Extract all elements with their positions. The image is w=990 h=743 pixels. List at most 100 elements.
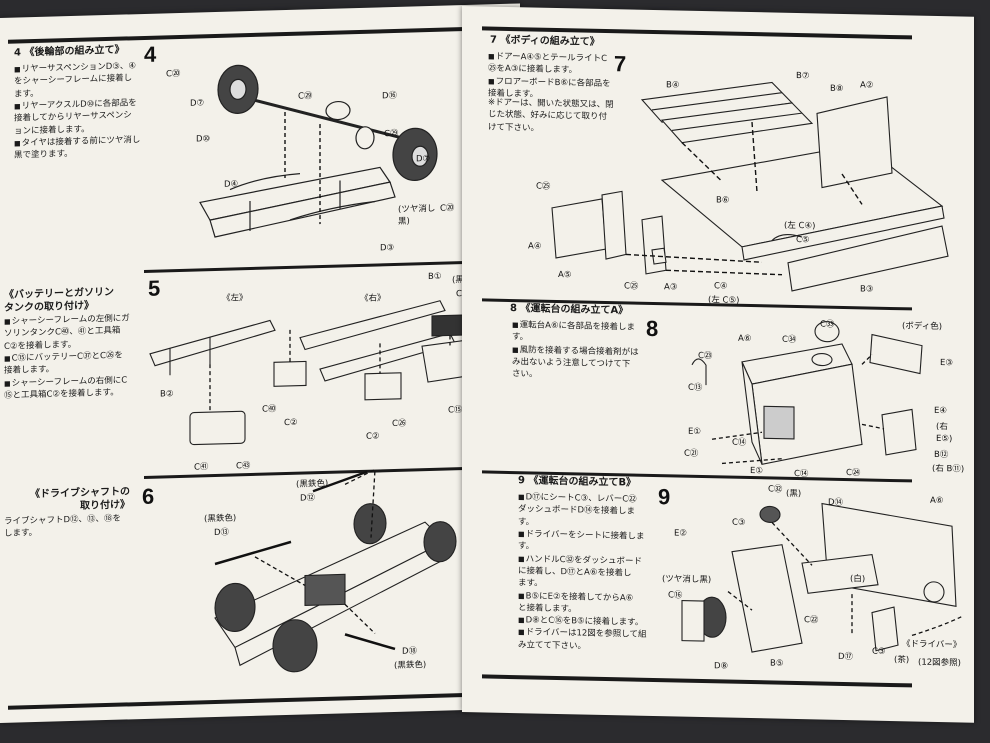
part-label: (ツヤ消し 黒) — [398, 203, 436, 227]
part-label: D⑬ — [214, 527, 230, 539]
step-6-title: 《ドライブシャフトの 取り付け》 — [30, 486, 130, 512]
step-9-number: 9 — [658, 484, 671, 510]
bottom-rule — [482, 674, 912, 688]
part-label: D③ — [380, 242, 395, 254]
part-label: (ボディ色) — [902, 321, 943, 333]
part-label: C㉜ — [768, 484, 783, 495]
instruction-item: 運転台A⑥に各部品を接着しま す。 — [512, 319, 644, 346]
instruction-item: リヤーアクスルD⑩に各部品を 接着してからリヤーサスペンシ ョンに接着します。 — [14, 97, 154, 138]
step-6-driveshaft-diagram — [195, 481, 475, 689]
step-7-number: 7 — [614, 51, 627, 77]
instruction-item: ドアーA④⑤とテールライトC ㉕をA③に接着します。 — [488, 51, 614, 78]
part-label: B⑥ — [716, 195, 730, 206]
part-label: 《左》 — [222, 293, 248, 304]
part-label: C㉝ — [820, 319, 835, 330]
step-4-title: 4 《後輪部の組み立て》 — [14, 44, 125, 59]
step-9-cab-interior-diagram — [672, 490, 972, 666]
part-label: C⑳ — [440, 203, 455, 214]
part-label: (茶) — [894, 655, 910, 666]
part-label: C② — [366, 431, 380, 442]
part-label: D⑧ — [714, 661, 729, 672]
step-5-battery-tank-diagram — [150, 295, 480, 474]
part-label: C㉔ — [846, 468, 861, 479]
part-label: (黒鉄色) — [296, 478, 329, 490]
part-label: D⑭ — [828, 497, 844, 508]
step-5-number: 5 — [148, 275, 161, 301]
part-label: (右 — [936, 421, 948, 433]
part-label: (黒鉄色) — [394, 660, 427, 671]
part-label: D⑫ — [300, 493, 316, 504]
part-label: C③ — [732, 517, 746, 528]
part-label: C㉖ — [392, 418, 407, 430]
part-label: B① — [428, 271, 442, 283]
part-label: D⑰ — [838, 651, 854, 663]
part-label: C④ — [714, 281, 728, 292]
part-label: B⑤ — [770, 658, 784, 669]
part-label: D⑩ — [196, 134, 211, 145]
instruction-item: B⑤にE②を接着してからA⑥ と接着します。 — [518, 590, 658, 618]
part-label: C㉕ — [624, 281, 639, 292]
part-label: D⑦ — [416, 153, 431, 165]
part-label: (左 C④) — [784, 220, 816, 232]
part-label: C㉙ — [384, 128, 399, 140]
part-label: C⑯ — [668, 590, 683, 601]
part-label: C㉕ — [536, 181, 551, 192]
part-label: 《ドライバー》 — [902, 639, 962, 651]
instruction-item: シャーシーフレームの右側にC ⑮と工具箱C②を接着します。 — [4, 374, 144, 403]
part-label: (右 B⑪) — [932, 463, 965, 475]
step-5-title: 《バッテリーとガソリン タンクの取り付け》 — [4, 286, 114, 314]
step-5-instructions: シャーシーフレームの左側にガ ソリンタンクC㊵、㊶と工具箱 C②を接着します。 … — [4, 312, 144, 402]
part-label: E① — [750, 466, 763, 477]
part-label: B③ — [860, 284, 874, 295]
step-7-body-diagram — [542, 78, 962, 297]
part-label: (ツヤ消し黒) — [662, 574, 712, 586]
part-label: C㉙ — [298, 91, 313, 102]
instruction-item: 風防を接着する場合接着剤がは み出ないよう注意してつけて下 さい。 — [512, 344, 644, 384]
step-8-number: 8 — [646, 315, 659, 342]
part-label: B⑧ — [830, 83, 844, 94]
part-label: C㊶ — [194, 462, 209, 473]
part-label: B⑦ — [796, 70, 810, 82]
instruction-item: シャーシーフレームの左側にガ ソリンタンクC㊵、㊶と工具箱 C②を接着します。 — [4, 312, 144, 353]
part-label: (12図参照) — [918, 657, 961, 669]
part-label: C⑮ — [448, 405, 463, 416]
part-label: D④ — [224, 179, 239, 190]
step-9-instructions: D⑰にシートC③、レバーC㉒ ダッシュボードD⑭を接着しま す。 ドライバーをシ… — [518, 491, 658, 654]
part-label: A⑥ — [738, 333, 752, 345]
part-label: C㊸ — [236, 461, 251, 472]
part-label: C㉑ — [684, 448, 699, 459]
part-label: C⑭ — [732, 437, 747, 448]
part-label: D⑱ — [402, 646, 418, 657]
left-instruction-page: 4 4 《後輪部の組み立て》 リヤーサスペンションD③、④ をシャーシーフレーム… — [0, 3, 520, 723]
instruction-item: タイヤは接着する前にツヤ消し 黒で塗ります。 — [14, 134, 154, 163]
part-label: 《右》 — [360, 293, 386, 304]
part-label: D⑯ — [382, 90, 398, 102]
part-label: B④ — [666, 80, 680, 91]
part-label: C⑤ — [796, 234, 810, 246]
top-rule — [8, 25, 513, 44]
instruction-item: D⑰にシートC③、レバーC㉒ ダッシュボードD⑭を接着しま す。 — [518, 491, 658, 531]
part-label: C㉒ — [804, 615, 819, 626]
part-label: C③ — [872, 646, 886, 657]
step-8-title: 8 《運転台の組み立てA》 — [510, 303, 629, 317]
instruction-item: ハンドルC㉜をダッシュボード に接着し、D⑰とA⑥を接着し ます。 — [518, 553, 658, 593]
part-label: A⑥ — [930, 495, 944, 507]
step-8-cab-diagram — [672, 320, 962, 476]
section-rule — [144, 259, 514, 273]
part-label: C⑳ — [166, 68, 181, 80]
part-label: E④ — [934, 405, 947, 417]
step-8-instructions: 運転台A⑥に各部品を接着しま す。 風防を接着する場合接着剤がは み出ないよう注… — [512, 319, 644, 383]
bottom-rule — [8, 691, 513, 710]
right-instruction-page: 7 《ボディの組み立て》 7 ドアーA④⑤とテールライトC ㉕をA③に接着します… — [462, 6, 974, 723]
part-label: C㊵ — [262, 404, 277, 415]
part-label: C㉞ — [782, 334, 797, 346]
part-label: E③ — [940, 358, 953, 369]
part-label: (黒鉄色) — [204, 513, 237, 525]
part-label: (白) — [850, 574, 866, 585]
part-label: A⑤ — [558, 270, 572, 281]
step-4-rear-axle-diagram — [190, 45, 460, 253]
step-9-title: 9 《運転台の組み立てB》 — [518, 475, 637, 489]
part-label: C② — [284, 417, 298, 429]
part-label: A③ — [664, 282, 678, 293]
part-label: C⑬ — [688, 382, 703, 394]
